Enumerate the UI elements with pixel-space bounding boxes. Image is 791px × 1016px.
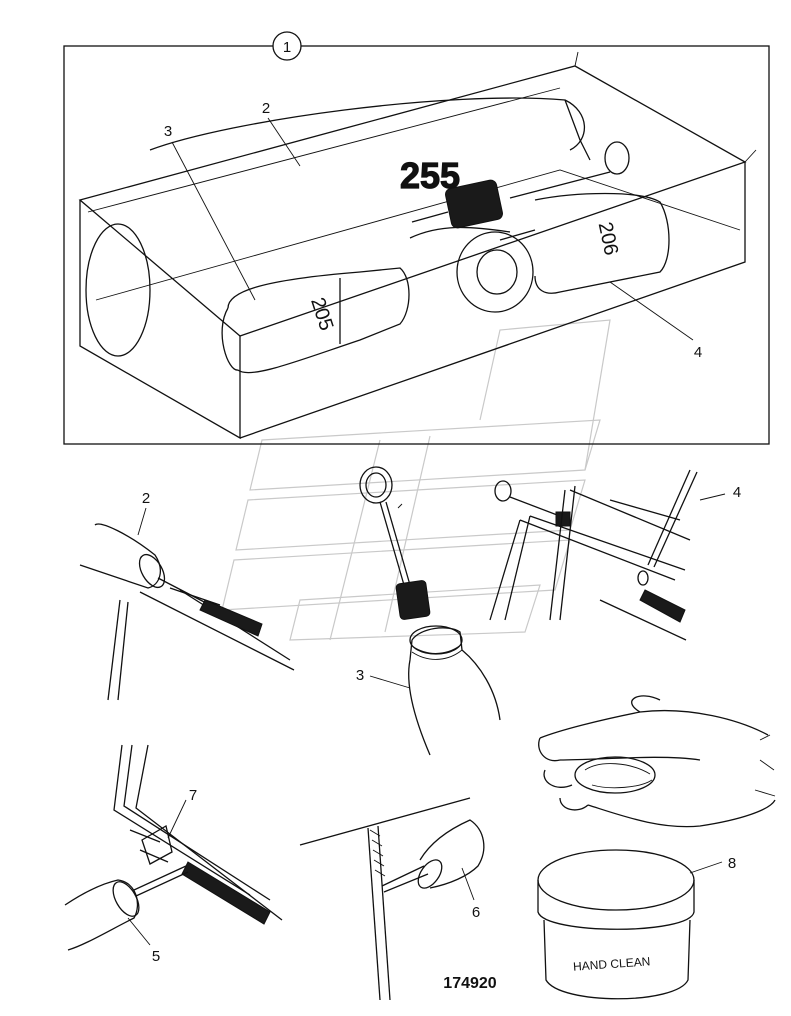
step-brush-frame-4: 4 — [489, 469, 741, 641]
step-apply-tube-5: 7 5 — [64, 744, 283, 965]
step-apply-tube-2: 2 — [79, 490, 295, 701]
figure-id: 174920 — [443, 975, 496, 992]
watermark-logo — [221, 319, 611, 641]
step-apply-tube-6: 6 — [299, 797, 485, 1001]
panel-frame — [63, 45, 770, 445]
small-tube-label: 205 — [306, 295, 337, 334]
callout-6: 6 — [472, 904, 480, 921]
callout-3-panel: 3 — [164, 123, 172, 140]
brush-in-box — [411, 179, 503, 229]
callout-7: 7 — [189, 787, 197, 804]
callout-2-step: 2 — [142, 490, 150, 507]
hand-with-cleaner — [538, 695, 776, 828]
kit-box-panel: 1 255 205 — [63, 31, 770, 445]
callout-3-step: 3 — [356, 667, 364, 684]
callout-2-panel: 2 — [262, 100, 270, 117]
hand-cleaner-jar: HAND CLEAN 8 — [537, 849, 736, 1000]
large-tube-255: 255 — [149, 97, 630, 199]
step-brush-bottle-3: 3 — [356, 466, 501, 756]
callout-1-circle — [272, 31, 302, 61]
small-tube-205: 205 — [221, 267, 410, 374]
callout-4-panel: 4 — [694, 344, 702, 361]
jar-label: HAND CLEAN — [573, 954, 651, 973]
callout-4-step: 4 — [733, 484, 741, 501]
transparent-box — [78, 51, 757, 440]
callout-5: 5 — [152, 948, 160, 965]
callout-1: 1 — [283, 39, 291, 56]
bottle-label: 206 — [594, 220, 622, 257]
callout-8: 8 — [728, 855, 736, 872]
